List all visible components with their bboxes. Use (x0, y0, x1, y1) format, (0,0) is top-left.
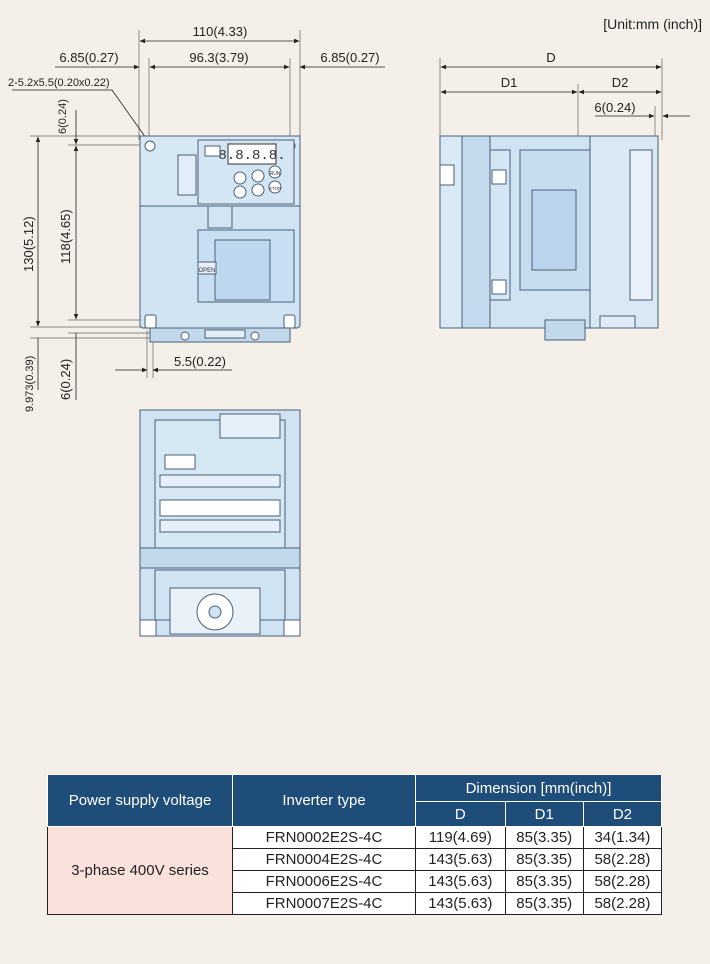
d1-cell: 85(3.35) (504, 826, 584, 849)
width-left-label: 6.85(0.27) (59, 50, 118, 65)
header-voltage: Power supply voltage (47, 774, 233, 827)
bottom-left-label: 9.973(0.39) (24, 356, 36, 412)
width-center-label: 96.3(3.79) (189, 50, 248, 65)
d-cell: 119(4.69) (415, 826, 506, 849)
d-cell: 143(5.63) (415, 848, 506, 871)
d1-cell: 85(3.35) (504, 892, 584, 915)
height-total-label: 130(5.12) (21, 216, 36, 272)
d2-cell: 34(1.34) (582, 826, 663, 849)
slot-width-label: 5.5(0.22) (174, 354, 226, 369)
front-view: 8.8.8.8. RUN STOP OPEN (12, 30, 385, 400)
led-digits: 8.8.8.8. (218, 148, 285, 164)
side-extension-lines (439, 58, 663, 140)
stop-key-label: STOP (269, 186, 281, 191)
d2-cell: 58(2.28) (582, 870, 663, 893)
hole-spec-label: 2-5.2x5.5(0.20x0.22) (8, 77, 110, 89)
bottom-view (139, 409, 301, 637)
width-total-label: 110(4.33) (193, 24, 248, 39)
d-cell: 143(5.63) (415, 870, 506, 893)
depth-label: D (546, 50, 555, 65)
header-d: D (415, 801, 506, 827)
depth-d1-label: D1 (501, 75, 518, 90)
width-right-label: 6.85(0.27) (320, 50, 379, 65)
run-key-label: RUN (270, 171, 281, 177)
d-cell: 143(5.63) (415, 892, 506, 915)
top-offset-label: 6(0.24) (57, 99, 69, 134)
dimension-drawing: 8.8.8.8. RUN STOP OPEN 110(4.33) 96.3(3.… (8, 24, 690, 637)
header-d1: D1 (504, 801, 584, 827)
led-display (227, 143, 277, 165)
type-cell: FRN0002E2S-4C (232, 826, 416, 849)
type-cell: FRN0006E2S-4C (232, 870, 416, 893)
type-cell: FRN0004E2S-4C (232, 848, 416, 871)
d1-cell: 85(3.35) (504, 848, 584, 871)
table-row: FRN0006E2S-4C 143(5.63) 85(3.35) 58(2.28… (48, 870, 663, 893)
table-row: FRN0007E2S-4C 143(5.63) 85(3.35) 58(2.28… (48, 892, 663, 915)
header-d2: D2 (582, 801, 663, 827)
header-dimension: Dimension [mm(inch)] (415, 774, 662, 802)
height-inner-label: 118(4.65) (58, 209, 73, 264)
d2-cell: 58(2.28) (582, 848, 663, 871)
table-row: 3-phase 400V series FRN0002E2S-4C 119(4.… (47, 826, 663, 915)
side-view (439, 135, 659, 341)
type-cell: FRN0007E2S-4C (232, 892, 416, 915)
dimension-table: Power supply voltage Inverter type Dimen… (47, 774, 663, 915)
bottom-offset-label: 6(0.24) (58, 359, 73, 400)
unit-label: [Unit:mm (inch)] (603, 16, 702, 32)
voltage-group-cell: 3-phase 400V series (47, 826, 233, 915)
table-row: FRN0004E2S-4C 143(5.63) 85(3.35) 58(2.28… (48, 848, 663, 871)
depth-d2-label: D2 (612, 75, 629, 90)
open-label: OPEN (198, 268, 215, 274)
header-type: Inverter type (232, 774, 416, 827)
d1-cell: 85(3.35) (504, 870, 584, 893)
side-offset-label: 6(0.24) (594, 100, 635, 115)
d2-cell: 58(2.28) (582, 892, 663, 915)
